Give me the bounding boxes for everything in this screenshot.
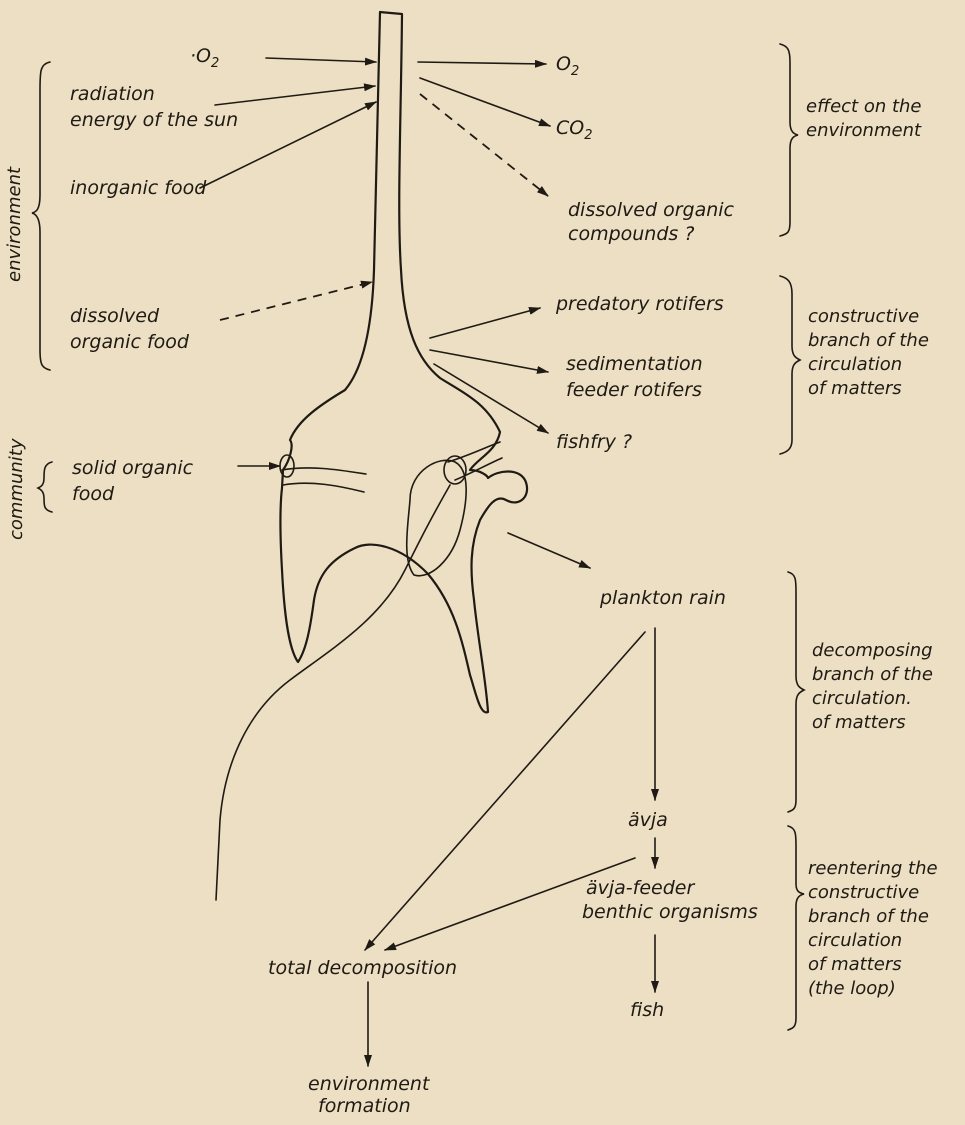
solid-food-label-1: solid organic bbox=[72, 457, 194, 479]
solid-food-label-2: food bbox=[72, 483, 115, 505]
plankton-rain-label: plankton rain bbox=[599, 587, 726, 609]
decomposing-label-1: decomposing bbox=[812, 640, 933, 661]
reentering-label-1: reentering the bbox=[808, 858, 938, 879]
decomposing-label-2: branch of the bbox=[812, 664, 933, 685]
dissolved-food-label-1: dissolved bbox=[70, 305, 160, 327]
avja-feeder-label-2: benthic organisms bbox=[582, 901, 758, 923]
co2-output-label: CO2 bbox=[556, 117, 593, 143]
dissolved-compounds-label-2: compounds ? bbox=[568, 223, 694, 245]
constructive-label-1: constructive bbox=[808, 306, 919, 327]
sedimentation-label-1: sedimentation bbox=[566, 353, 703, 375]
constructive-label-4: of matters bbox=[808, 378, 902, 399]
environment-formation-label-1: environment bbox=[308, 1073, 431, 1095]
fish-label: fish bbox=[630, 999, 664, 1021]
reentering-label-4: circulation bbox=[808, 930, 902, 951]
constructive-label-3: circulation bbox=[808, 354, 902, 375]
community-side-label: community bbox=[6, 438, 27, 540]
environment-side-label: environment bbox=[4, 166, 25, 282]
o2-output-label: O2 bbox=[556, 53, 579, 79]
decomposing-label-3: circulation. bbox=[812, 688, 912, 709]
environment-formation-label-2: formation bbox=[318, 1095, 411, 1117]
inorganic-food-label: inorganic food bbox=[70, 177, 207, 199]
predatory-rotifers-label: predatory rotifers bbox=[555, 293, 724, 315]
decomposing-label-4: of matters bbox=[812, 712, 906, 733]
decomposition-arrows bbox=[365, 628, 655, 1066]
reentering-label-5: of matters bbox=[808, 954, 902, 975]
dissolved-compounds-label-1: dissolved organic bbox=[568, 199, 735, 221]
o2-input-label: ·O2 bbox=[190, 45, 219, 71]
radiation-label-1: radiation bbox=[70, 83, 155, 105]
reentering-label-2: constructive bbox=[808, 882, 919, 903]
constructive-label-2: branch of the bbox=[808, 330, 929, 351]
effect-label-1: effect on the bbox=[806, 96, 922, 117]
reentering-label-3: branch of the bbox=[808, 906, 929, 927]
effect-label-2: environment bbox=[806, 120, 922, 141]
radiation-label-2: energy of the sun bbox=[70, 109, 238, 131]
total-decomposition-label: total decomposition bbox=[268, 957, 457, 979]
sedimentation-label-2: feeder rotifers bbox=[566, 379, 702, 401]
organism-outline bbox=[216, 12, 527, 900]
reentering-label-6: (the loop) bbox=[808, 978, 896, 999]
avja-label: ävja bbox=[628, 809, 668, 831]
dissolved-food-label-2: organic food bbox=[70, 331, 190, 353]
avja-feeder-label-1: ävja-feeder bbox=[586, 877, 695, 899]
fishfry-label: fishfry ? bbox=[556, 431, 632, 453]
